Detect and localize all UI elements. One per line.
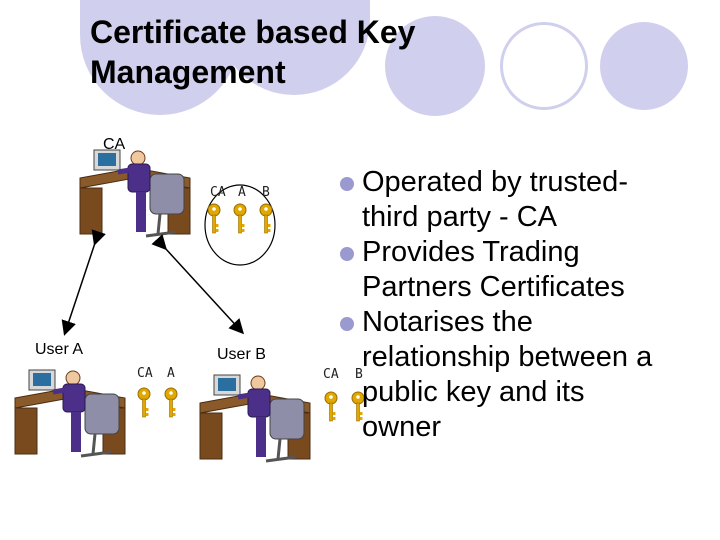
bullet-item-2: Provides Trading Partners Certificates bbox=[320, 235, 720, 305]
user-a-key-a-icon bbox=[164, 387, 178, 418]
ca-key-ca-icon bbox=[207, 203, 221, 234]
ca-key-label-a: A bbox=[238, 185, 246, 200]
slide-title: Certificate based Key Management bbox=[90, 12, 415, 92]
ca-key-label-b: B bbox=[262, 185, 270, 200]
user-a-label: User A bbox=[35, 341, 84, 358]
bullet-1-line-2: third party - CA bbox=[362, 201, 557, 233]
arrow-ca-user-b bbox=[151, 234, 245, 335]
user-b-key-label-ca: CA bbox=[323, 367, 339, 382]
user-b-label: User B bbox=[217, 346, 266, 363]
bullet-dot-icon bbox=[340, 177, 354, 191]
ca-key-a-icon bbox=[233, 203, 247, 234]
bullet-1-line-1: Operated by trusted- bbox=[362, 166, 628, 198]
bullet-3-line-2: relationship between a bbox=[362, 341, 653, 373]
bullet-dot-icon bbox=[340, 247, 354, 261]
bullet-list: Operated by trusted- third party - CA Pr… bbox=[320, 165, 720, 445]
decor-circle-5 bbox=[600, 22, 688, 110]
bullet-item-1: Operated by trusted- third party - CA bbox=[320, 165, 720, 235]
title-line-2: Management bbox=[90, 54, 286, 90]
bullet-3-line-3: public key and its bbox=[362, 376, 585, 408]
decor-circle-4 bbox=[500, 22, 588, 110]
ca-workstation bbox=[80, 150, 190, 236]
user-a-workstation bbox=[15, 370, 125, 456]
title-line-1: Certificate based Key bbox=[90, 14, 416, 50]
decor-circle-3 bbox=[385, 16, 485, 116]
user-a-key-label-ca: CA bbox=[137, 366, 153, 381]
bullet-2-line-1: Provides Trading bbox=[362, 236, 580, 268]
bullet-2-line-2: Partners Certificates bbox=[362, 271, 625, 303]
bullet-dot-icon bbox=[340, 317, 354, 331]
user-b-key-label-b: B bbox=[355, 367, 363, 382]
ca-key-label-ca: CA bbox=[210, 185, 226, 200]
arrow-ca-user-a bbox=[61, 229, 106, 336]
bullet-item-3: Notarises the relationship between a pub… bbox=[320, 305, 720, 445]
ca-label: CA bbox=[103, 136, 126, 153]
bullet-3-line-4: owner bbox=[362, 411, 441, 443]
user-b-workstation bbox=[200, 375, 310, 461]
ca-key-b-icon bbox=[259, 203, 273, 234]
user-a-key-label-a: A bbox=[167, 366, 175, 381]
bullet-3-line-1: Notarises the bbox=[362, 306, 533, 338]
user-a-key-ca-icon bbox=[137, 387, 151, 418]
